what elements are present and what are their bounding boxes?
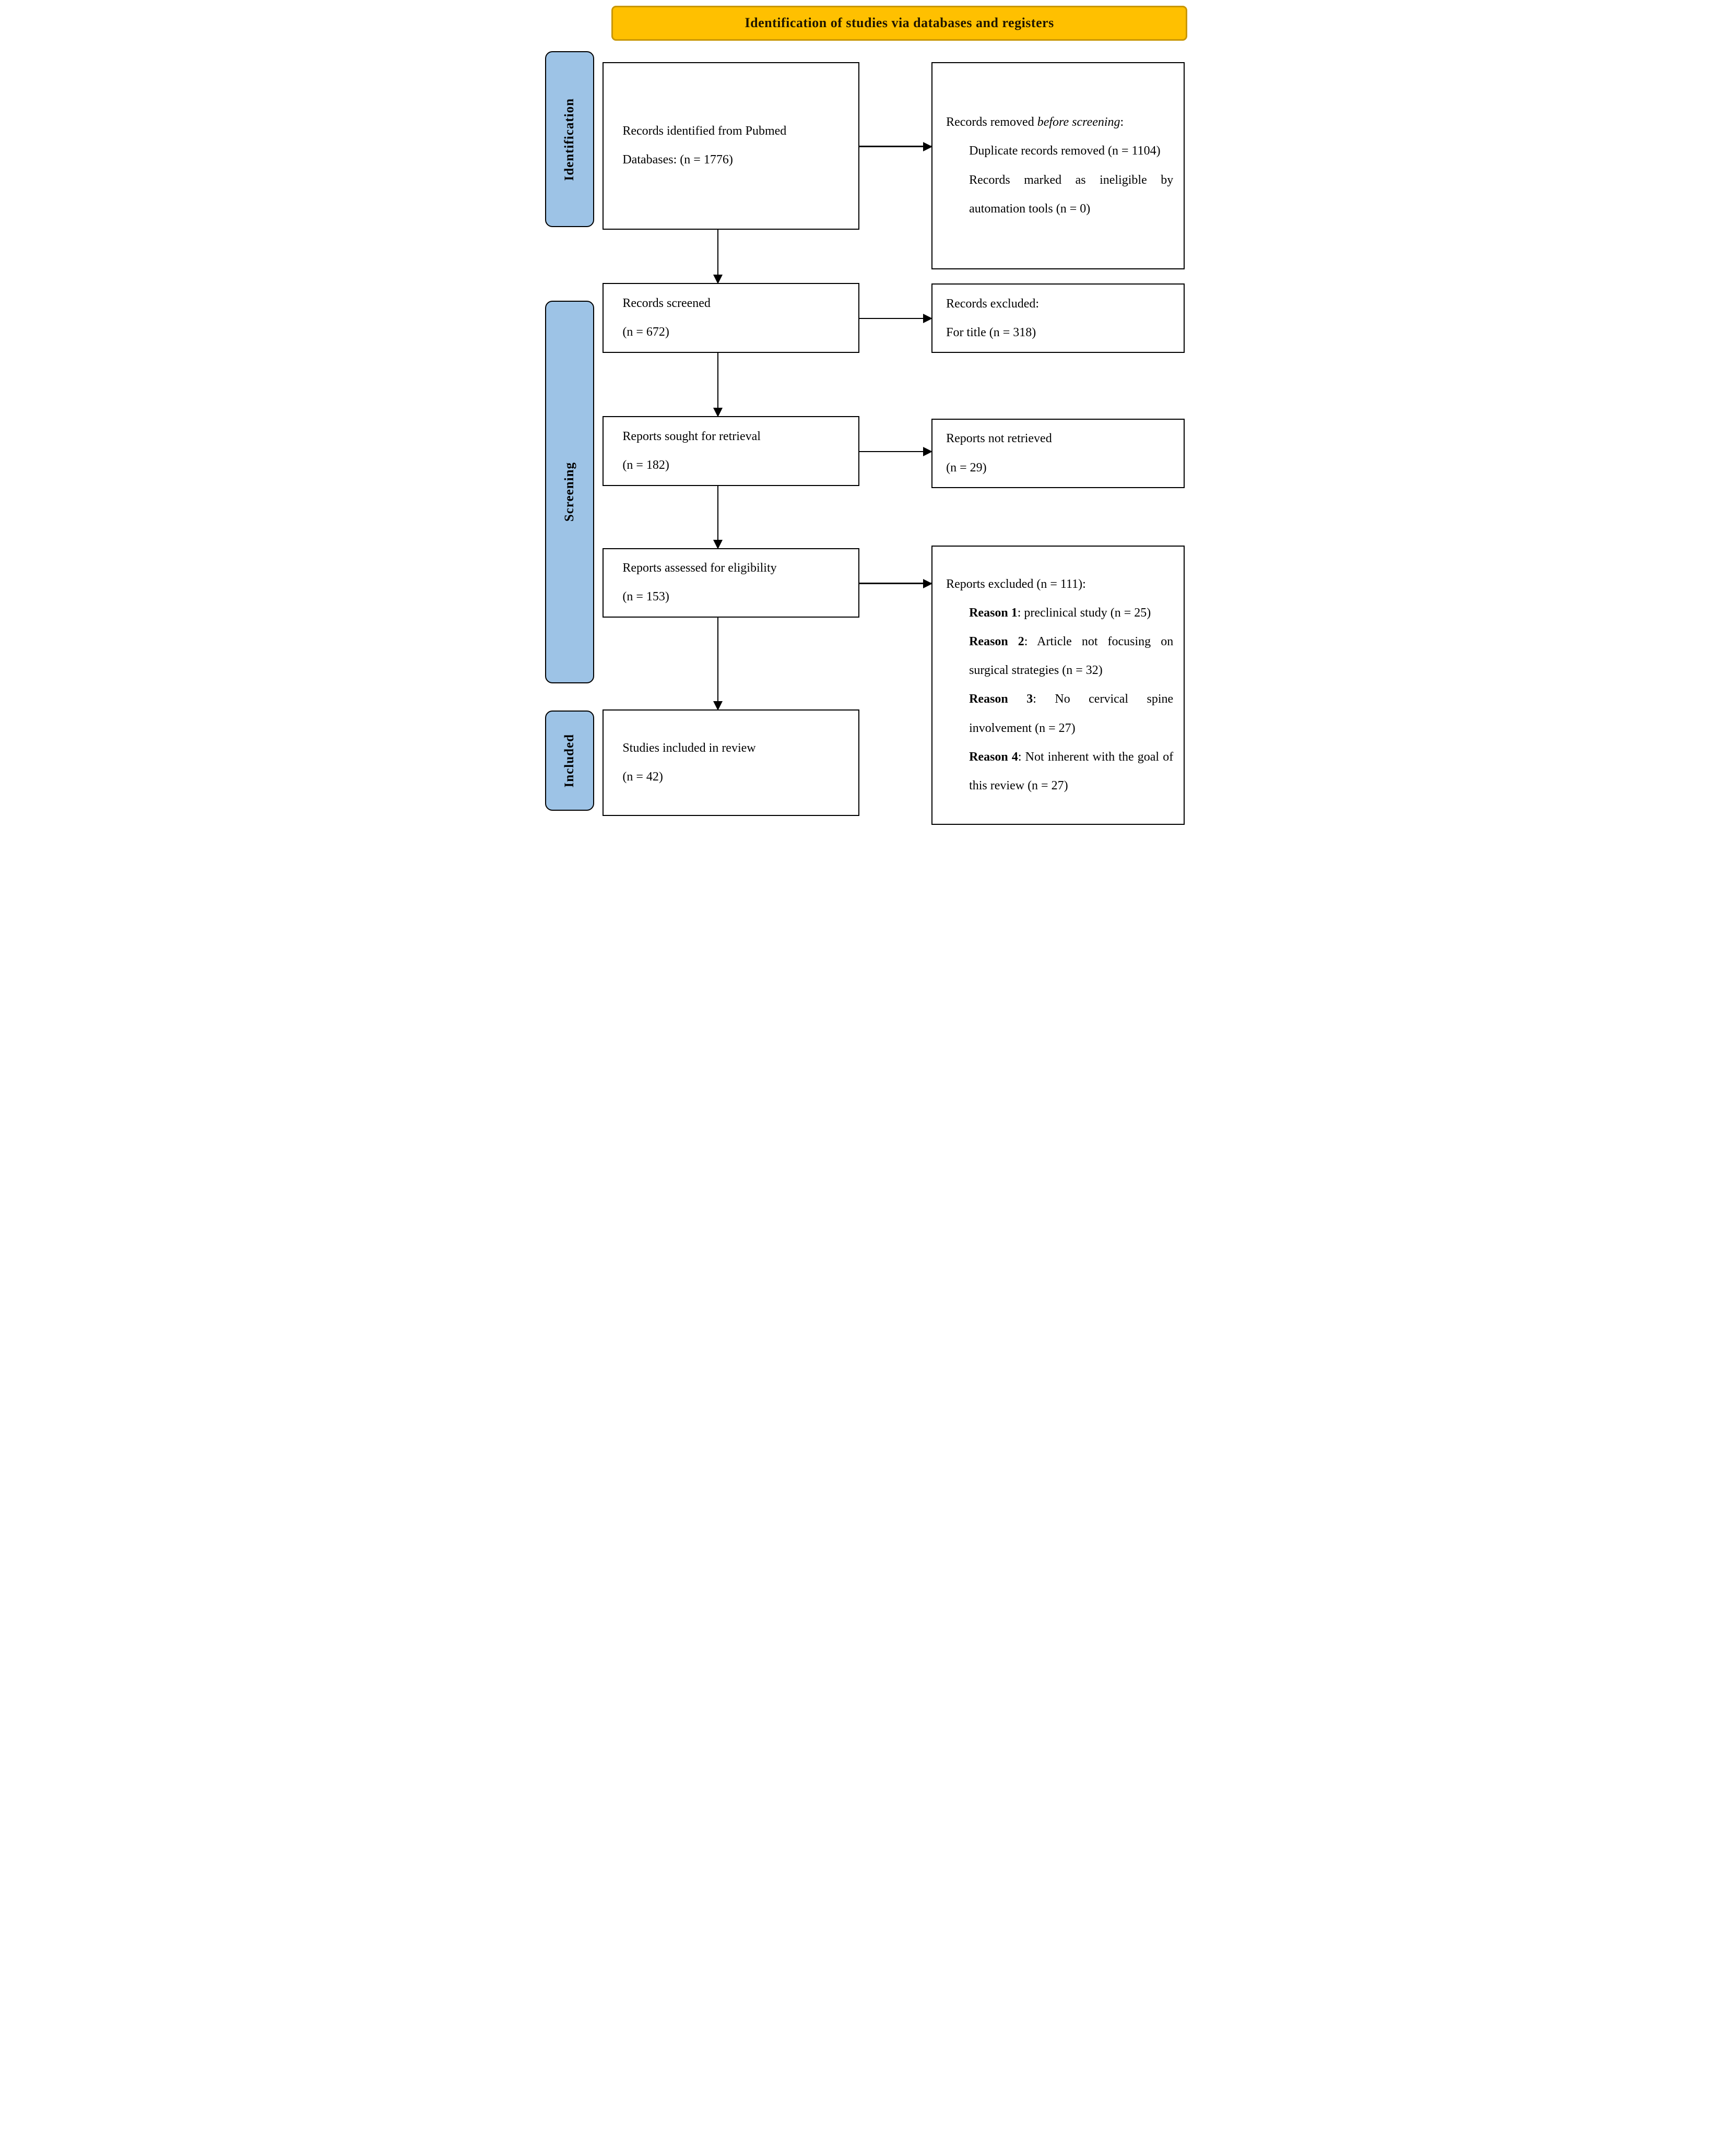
box-text-line: Reason 4: Not inherent with the goal of … (946, 743, 1173, 800)
box-text-line: Duplicate records removed (n = 1104) (969, 144, 1161, 158)
box-text-line: (n = 153) (622, 590, 669, 604)
box-records-excluded: Records excluded: For title (n = 318) (931, 283, 1185, 353)
arrow-right-sought-to-not-retrieved (859, 451, 932, 453)
box-text-line: Reports assessed for eligibility (622, 561, 777, 575)
arrow-down-sought-to-assessed (717, 486, 718, 548)
prisma-flow-diagram: Identification of studies via databases … (534, 0, 1202, 829)
box-text-line: For title (n = 318) (946, 325, 1036, 339)
intro-colon: : (1120, 115, 1124, 129)
box-reports-assessed: Reports assessed for eligibility (n = 15… (603, 548, 859, 618)
box-studies-included: Studies included in review (n = 42) (603, 709, 859, 816)
box-text-line: (n = 672) (622, 325, 669, 339)
header-banner: Identification of studies via databases … (611, 6, 1188, 41)
box-text-line: Studies included in review (622, 741, 756, 755)
box-text-line: (n = 42) (622, 770, 663, 784)
reason-label: Reason 1 (969, 606, 1018, 620)
box-text-line: (n = 182) (622, 458, 669, 472)
arrow-down-identified-to-screened (717, 229, 718, 283)
arrow-right-screened-to-excluded (859, 317, 932, 319)
arrow-right-identified-to-removed (859, 146, 932, 147)
box-text-line: Reason 3: No cervical spine involvement … (946, 685, 1173, 742)
reason-label: Reason 4 (969, 750, 1018, 764)
arrow-down-screened-to-sought (717, 353, 718, 417)
intro-normal: Records removed (946, 115, 1037, 129)
box-text-line: Reason 1: preclinical study (n = 25) (946, 599, 1173, 628)
box-records-removed: Records removed before screening: Duplic… (931, 62, 1185, 270)
reason-text: : preclinical study (n = 25) (1017, 606, 1151, 620)
box-text-line: Records marked as ineligible by automati… (969, 173, 1174, 216)
stage-label-text: Identification (562, 98, 576, 181)
reason-text: : Article not focusing on surgical strat… (969, 635, 1174, 678)
box-text-line: Databases: (n = 1776) (622, 153, 733, 167)
arrow-right-assessed-to-excluded (859, 583, 932, 584)
reason-text: : No cervical spine involvement (n = 27) (969, 692, 1174, 735)
intro-italic: before screening (1037, 115, 1120, 129)
box-records-screened: Records screened (n = 672) (603, 282, 859, 353)
box-text-line: Reports sought for retrieval (622, 429, 761, 443)
box-text-line: Records identified from Pubmed (622, 124, 787, 138)
stage-label-text: Screening (562, 462, 576, 522)
box-reports-not-retrieved: Reports not retrieved (n = 29) (931, 418, 1185, 489)
stage-label-included: Included (545, 710, 594, 811)
box-text-line: Records removed before screening: (946, 108, 1173, 137)
reason-label: Reason 3 (969, 692, 1033, 706)
box-text-line: Reason 2: Article not focusing on surgic… (946, 628, 1173, 685)
box-text-line: (n = 29) (946, 460, 987, 475)
stage-label-identification: Identification (545, 51, 594, 228)
box-text-line: Records excluded: (946, 297, 1040, 311)
box-reports-sought: Reports sought for retrieval (n = 182) (603, 416, 859, 486)
arrow-down-assessed-to-included (717, 618, 718, 710)
box-text-line: Records screened (622, 296, 711, 310)
stage-label-screening: Screening (545, 301, 594, 683)
box-reports-excluded: Reports excluded (n = 111): Reason 1: pr… (931, 545, 1185, 825)
stage-label-text: Included (562, 733, 576, 788)
box-records-identified: Records identified from Pubmed Databases… (603, 62, 859, 230)
header-title: Identification of studies via databases … (745, 15, 1054, 31)
box-text-line: Reports excluded (n = 111): (946, 577, 1086, 591)
box-text-line: Reports not retrieved (946, 432, 1052, 446)
reason-label: Reason 2 (969, 635, 1024, 649)
reason-text: : Not inherent with the goal of this rev… (969, 750, 1174, 793)
